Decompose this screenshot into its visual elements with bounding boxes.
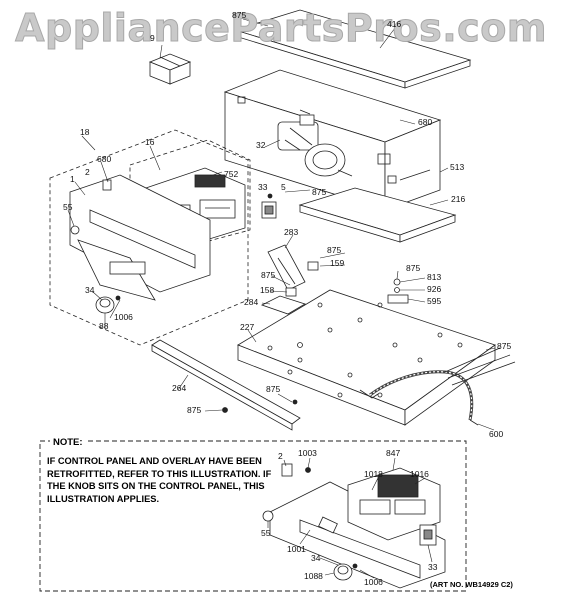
callout-875-c: 875 [261, 270, 276, 280]
callout-513: 513 [450, 162, 465, 172]
callout-2: 2 [85, 167, 90, 177]
part-416-top-panel [233, 9, 472, 89]
part-264-trim [151, 339, 301, 431]
note-callout-1001: 1001 [287, 544, 306, 554]
note-text: IF CONTROL PANEL AND OVERLAY HAVE BEEN R… [47, 456, 272, 504]
callout-1: 1 [70, 174, 75, 184]
callout-34: 34 [85, 285, 95, 295]
art-number: (ART NO. WB14929 C2) [430, 580, 513, 589]
note-callout-847: 847 [386, 448, 401, 458]
callout-875-b: 875 [327, 245, 342, 255]
part-513-case [223, 69, 442, 211]
part-227-base-plate [237, 289, 496, 426]
note-callout-1006: 1006 [364, 577, 383, 587]
callout-216: 216 [451, 194, 466, 204]
callout-875-mid: 875 [312, 187, 327, 197]
callout-16: 16 [145, 137, 155, 147]
callout-159: 159 [330, 258, 345, 268]
note-illustration [262, 457, 446, 589]
callout-158: 158 [260, 285, 275, 295]
part-158-clip [285, 287, 297, 297]
part-216-shelf [298, 187, 457, 243]
note-callout-33: 33 [428, 562, 438, 572]
callout-284: 284 [244, 297, 259, 307]
part-600-harness [359, 347, 516, 426]
part-9-packet [148, 53, 192, 85]
callout-33: 33 [258, 182, 268, 192]
callout-752: 752 [224, 169, 239, 179]
note-callout-1088: 1088 [304, 571, 323, 581]
callout-875-e: 875 [497, 341, 512, 351]
callout-88: 88 [99, 321, 109, 331]
callout-926: 926 [427, 284, 442, 294]
note-box [39, 440, 467, 592]
callout-875-g: 875 [187, 405, 202, 415]
part-32-blower [277, 114, 353, 177]
note-callout-1018: 1018 [364, 469, 383, 479]
part-1-control-panel [69, 174, 211, 301]
note-callout-2: 2 [278, 451, 283, 461]
callout-9: 9 [150, 33, 155, 43]
callout-595: 595 [427, 296, 442, 306]
part-2-bracket [102, 179, 112, 191]
note-callout-34: 34 [311, 553, 321, 563]
part-88-knob [95, 295, 121, 314]
callout-18: 18 [80, 127, 90, 137]
part-33-switch [261, 193, 277, 219]
callout-55: 55 [63, 202, 73, 212]
callout-813: 813 [427, 272, 442, 282]
callout-875-f: 875 [266, 384, 281, 394]
note-callout-1016: 1016 [410, 469, 429, 479]
note-callout-1003: 1003 [298, 448, 317, 458]
callout-5: 5 [281, 182, 286, 192]
part-595-bracket [387, 278, 409, 304]
callout-283: 283 [284, 227, 299, 237]
callout-600: 600 [489, 429, 504, 439]
callout-875-top: 875 [232, 10, 247, 20]
part-159-clip [307, 261, 319, 271]
callout-264: 264 [172, 383, 187, 393]
leader-lines [67, 18, 496, 431]
callout-875-d: 875 [406, 263, 421, 273]
callout-416: 416 [387, 19, 402, 29]
callout-1006: 1006 [114, 312, 133, 322]
callout-227: 227 [240, 322, 255, 332]
note-heading: NOTE: [50, 437, 86, 448]
callout-680-right: 680 [418, 117, 433, 127]
callout-32: 32 [256, 140, 266, 150]
note-callout-55: 55 [261, 528, 271, 538]
part-284-plate [260, 295, 306, 315]
callout-680-left: 680 [97, 154, 112, 164]
part-283-bracket [267, 244, 306, 291]
